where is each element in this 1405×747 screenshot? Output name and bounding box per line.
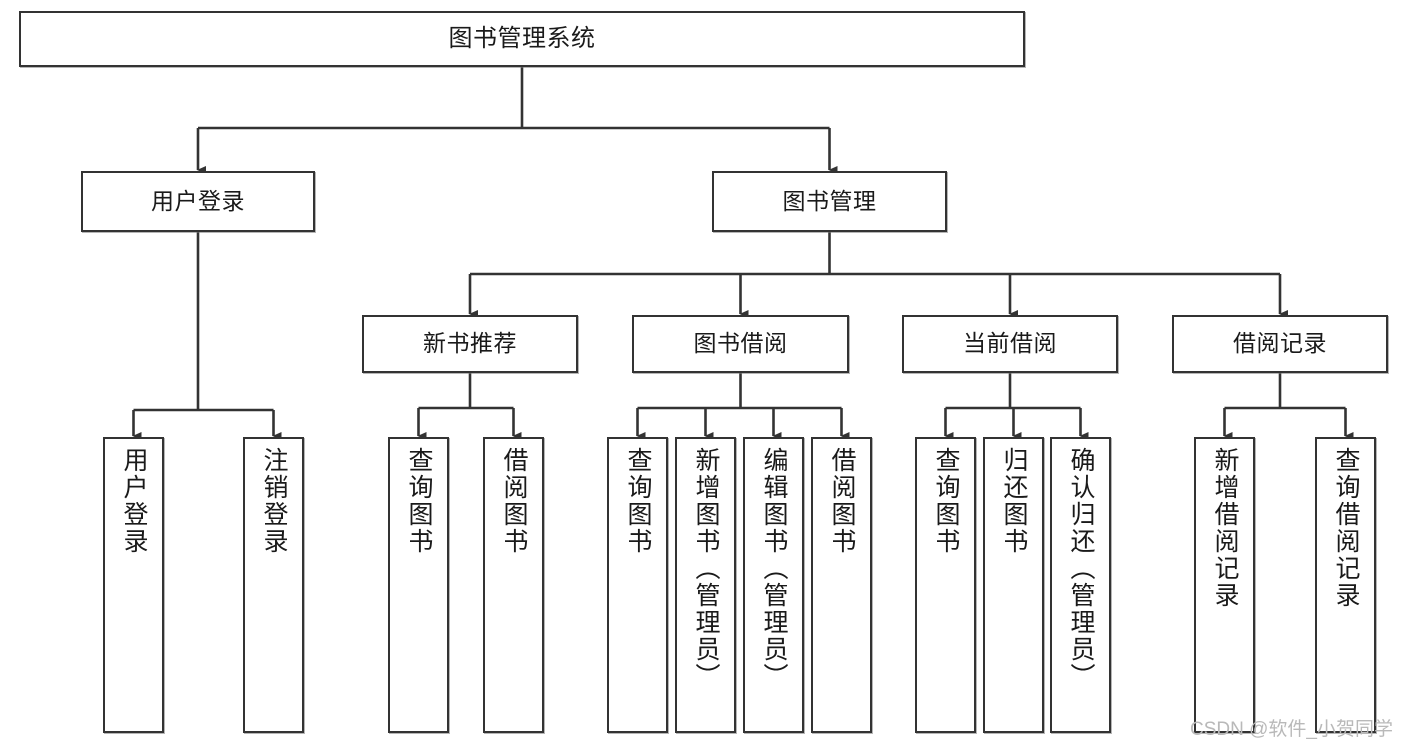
node-book-manage[interactable]: 图书管理 <box>712 171 947 232</box>
node-leaf-return-book[interactable]: 归还图书 <box>983 437 1044 733</box>
node-leaf-query-book-bw[interactable]: 查询图书 <box>607 437 668 733</box>
node-label: 查询借阅记录 <box>1332 447 1360 609</box>
node-leaf-borrow-book-rec[interactable]: 借阅图书 <box>483 437 544 733</box>
node-label: 新增借阅记录 <box>1211 447 1239 609</box>
node-label: 新书推荐 <box>423 330 517 357</box>
node-current-borrow[interactable]: 当前借阅 <box>902 315 1118 373</box>
node-label: 借阅记录 <box>1233 330 1327 357</box>
node-leaf-confirm-return[interactable]: 确认归还（管理员） <box>1050 437 1111 733</box>
node-label: 图书管理 <box>782 187 877 214</box>
node-leaf-query-book-cur[interactable]: 查询图书 <box>915 437 976 733</box>
node-label: 当前借阅 <box>963 330 1057 357</box>
node-label: 归还图书 <box>1000 447 1028 555</box>
node-label: 用户登录 <box>151 187 245 214</box>
node-leaf-logout[interactable]: 注销登录 <box>243 437 304 733</box>
node-leaf-borrow-book-bw[interactable]: 借阅图书 <box>811 437 872 733</box>
node-label: 查询图书 <box>405 447 433 555</box>
node-root[interactable]: 图书管理系统 <box>19 11 1025 67</box>
node-label: 借阅图书 <box>500 447 528 555</box>
node-label: 新增图书（管理员） <box>692 447 720 690</box>
node-label: 借阅图书 <box>828 447 856 555</box>
node-label: 查询图书 <box>932 447 960 555</box>
node-label: 编辑图书（管理员） <box>760 447 788 690</box>
connector-group <box>132 67 1354 440</box>
node-label: 图书管理系统 <box>448 24 596 52</box>
node-label: 确认归还（管理员） <box>1067 447 1095 690</box>
node-new-book-rec[interactable]: 新书推荐 <box>362 315 578 373</box>
node-book-borrow[interactable]: 图书借阅 <box>632 315 849 373</box>
node-leaf-query-book-rec[interactable]: 查询图书 <box>388 437 449 733</box>
node-label: 注销登录 <box>260 447 288 555</box>
node-leaf-user-login[interactable]: 用户登录 <box>103 437 164 733</box>
node-borrow-record[interactable]: 借阅记录 <box>1172 315 1388 373</box>
node-leaf-edit-book[interactable]: 编辑图书（管理员） <box>743 437 804 733</box>
node-label: 查询图书 <box>624 447 652 555</box>
node-leaf-add-record[interactable]: 新增借阅记录 <box>1194 437 1255 733</box>
node-label: 用户登录 <box>120 447 148 555</box>
node-label: 图书借阅 <box>693 330 788 357</box>
node-leaf-add-book[interactable]: 新增图书（管理员） <box>675 437 736 733</box>
node-user-login[interactable]: 用户登录 <box>81 171 315 232</box>
node-leaf-query-record[interactable]: 查询借阅记录 <box>1315 437 1376 733</box>
